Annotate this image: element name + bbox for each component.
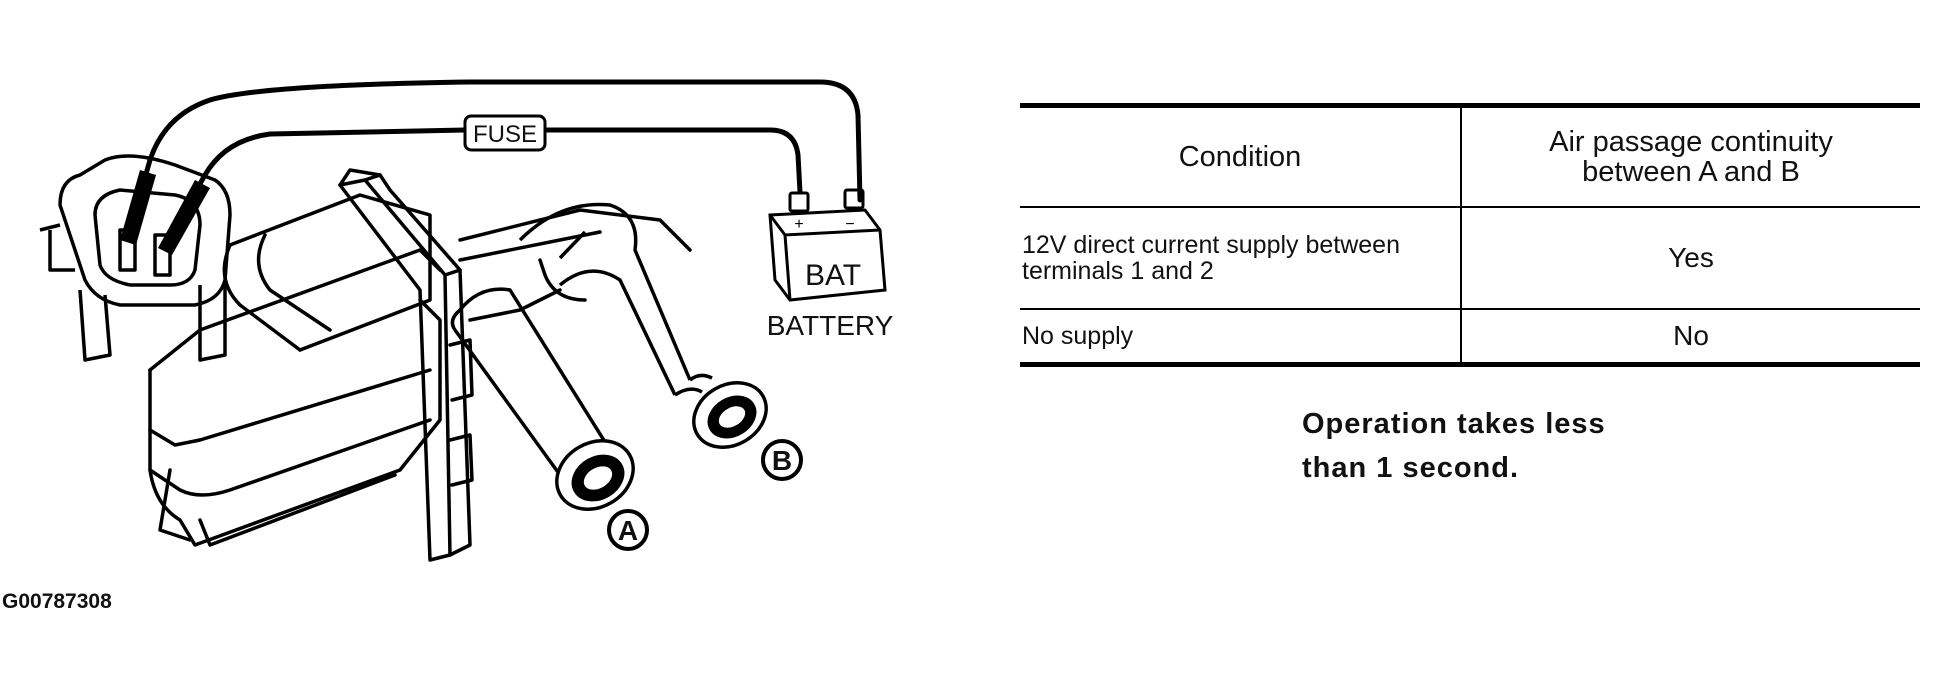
battery-plus-icon: + <box>794 216 803 233</box>
wire-fuse-to-battery <box>542 127 803 195</box>
hose-port-b <box>518 202 768 449</box>
continuity-table: Condition Air passage continuity between… <box>1020 103 1920 367</box>
hose-port-a <box>450 287 635 511</box>
battery-minus-icon: − <box>845 216 854 233</box>
figure-id: G00787308 <box>2 590 112 613</box>
port-b-marker: B <box>761 439 803 481</box>
test-wires <box>125 79 863 248</box>
battery: + − BAT <box>768 188 887 302</box>
probe-tips <box>120 170 210 255</box>
condition-cell: 12V direct current supply between termin… <box>1020 207 1462 309</box>
header-condition: Condition <box>1020 105 1462 207</box>
battery-caption: BATTERY <box>767 310 894 341</box>
fuse: FUSE <box>463 114 547 152</box>
wire-fuse-side <box>162 127 468 248</box>
operation-note: Operation takes less than 1 second. <box>1302 402 1802 490</box>
port-a-label: A <box>618 515 638 546</box>
table-row: 12V direct current supply between termin… <box>1020 207 1920 309</box>
battery-box-label: BAT <box>805 259 861 292</box>
note-line-1: Operation takes less <box>1302 408 1606 440</box>
condition-cell: No supply <box>1020 309 1462 365</box>
table-header-row: Condition Air passage continuity between… <box>1020 105 1920 207</box>
port-b-label: B <box>772 445 792 476</box>
wire-positive <box>125 79 863 241</box>
port-a-marker: A <box>607 509 649 551</box>
continuity-cell: No <box>1673 320 1709 351</box>
note-line-2: than 1 second. <box>1302 452 1520 484</box>
header-continuity: Air passage continuity between A and B <box>1549 125 1833 188</box>
fuse-label: FUSE <box>473 121 537 148</box>
electrical-connector <box>39 154 232 362</box>
continuity-cell: Yes <box>1668 242 1714 273</box>
table-row: No supply No <box>1020 309 1920 365</box>
